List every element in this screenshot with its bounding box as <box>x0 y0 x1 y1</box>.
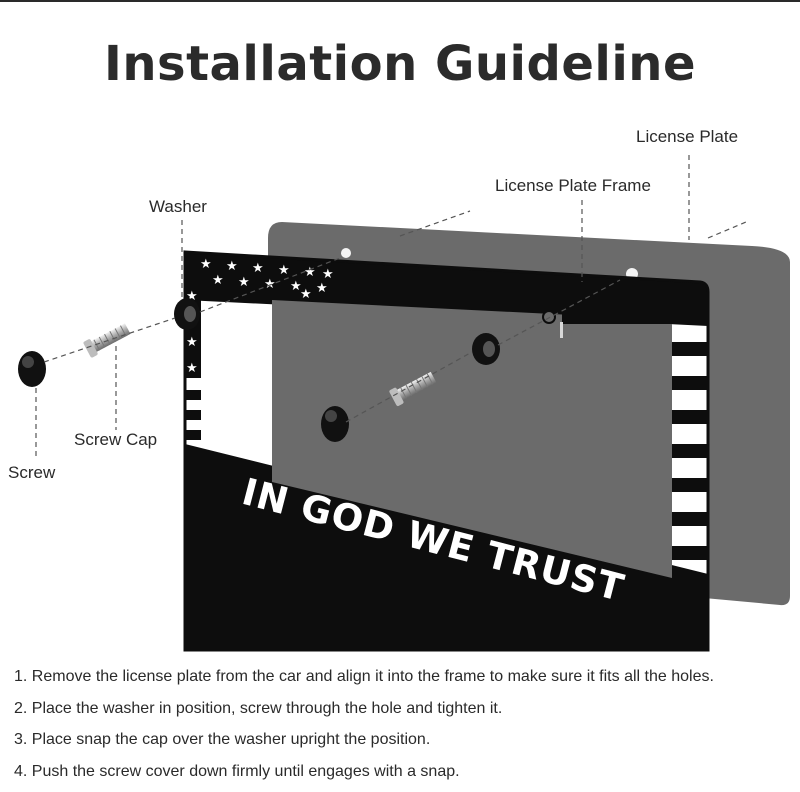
svg-text:★: ★ <box>278 263 290 278</box>
frame-hole <box>543 311 555 323</box>
screw-cap-left <box>18 351 46 387</box>
svg-text:★: ★ <box>186 335 198 350</box>
svg-text:★: ★ <box>322 267 334 282</box>
step-3: 3. Place snap the cap over the washer up… <box>14 729 714 761</box>
washer-right <box>472 333 500 365</box>
frame-guide-line <box>708 222 746 238</box>
svg-text:★: ★ <box>186 361 198 376</box>
label-washer: Washer <box>149 197 207 217</box>
step-1: 1. Remove the license plate from the car… <box>14 666 714 698</box>
label-license-plate: License Plate <box>636 127 738 147</box>
plate-hole-left <box>341 248 351 258</box>
svg-text:★: ★ <box>316 281 328 296</box>
svg-text:★: ★ <box>200 257 212 272</box>
washer-left <box>174 298 200 330</box>
svg-text:★: ★ <box>304 265 316 280</box>
svg-text:★: ★ <box>252 261 264 276</box>
instruction-steps: 1. Remove the license plate from the car… <box>14 666 714 792</box>
svg-text:★: ★ <box>238 275 250 290</box>
label-license-plate-frame: License Plate Frame <box>495 176 651 196</box>
svg-text:★: ★ <box>212 273 224 288</box>
screw-cap-right <box>321 406 349 442</box>
screw-left <box>83 321 132 358</box>
installation-diagram: ★★★ ★★★ ★★★ ★★ ★★★ ★★ <box>0 0 800 660</box>
step-4: 4. Push the screw cover down firmly unti… <box>14 761 714 792</box>
svg-text:★: ★ <box>300 287 312 302</box>
step-2: 2. Place the washer in position, screw t… <box>14 698 714 730</box>
label-screw-cap: Screw Cap <box>74 430 157 450</box>
svg-text:★: ★ <box>226 259 238 274</box>
label-screw: Screw <box>8 463 55 483</box>
